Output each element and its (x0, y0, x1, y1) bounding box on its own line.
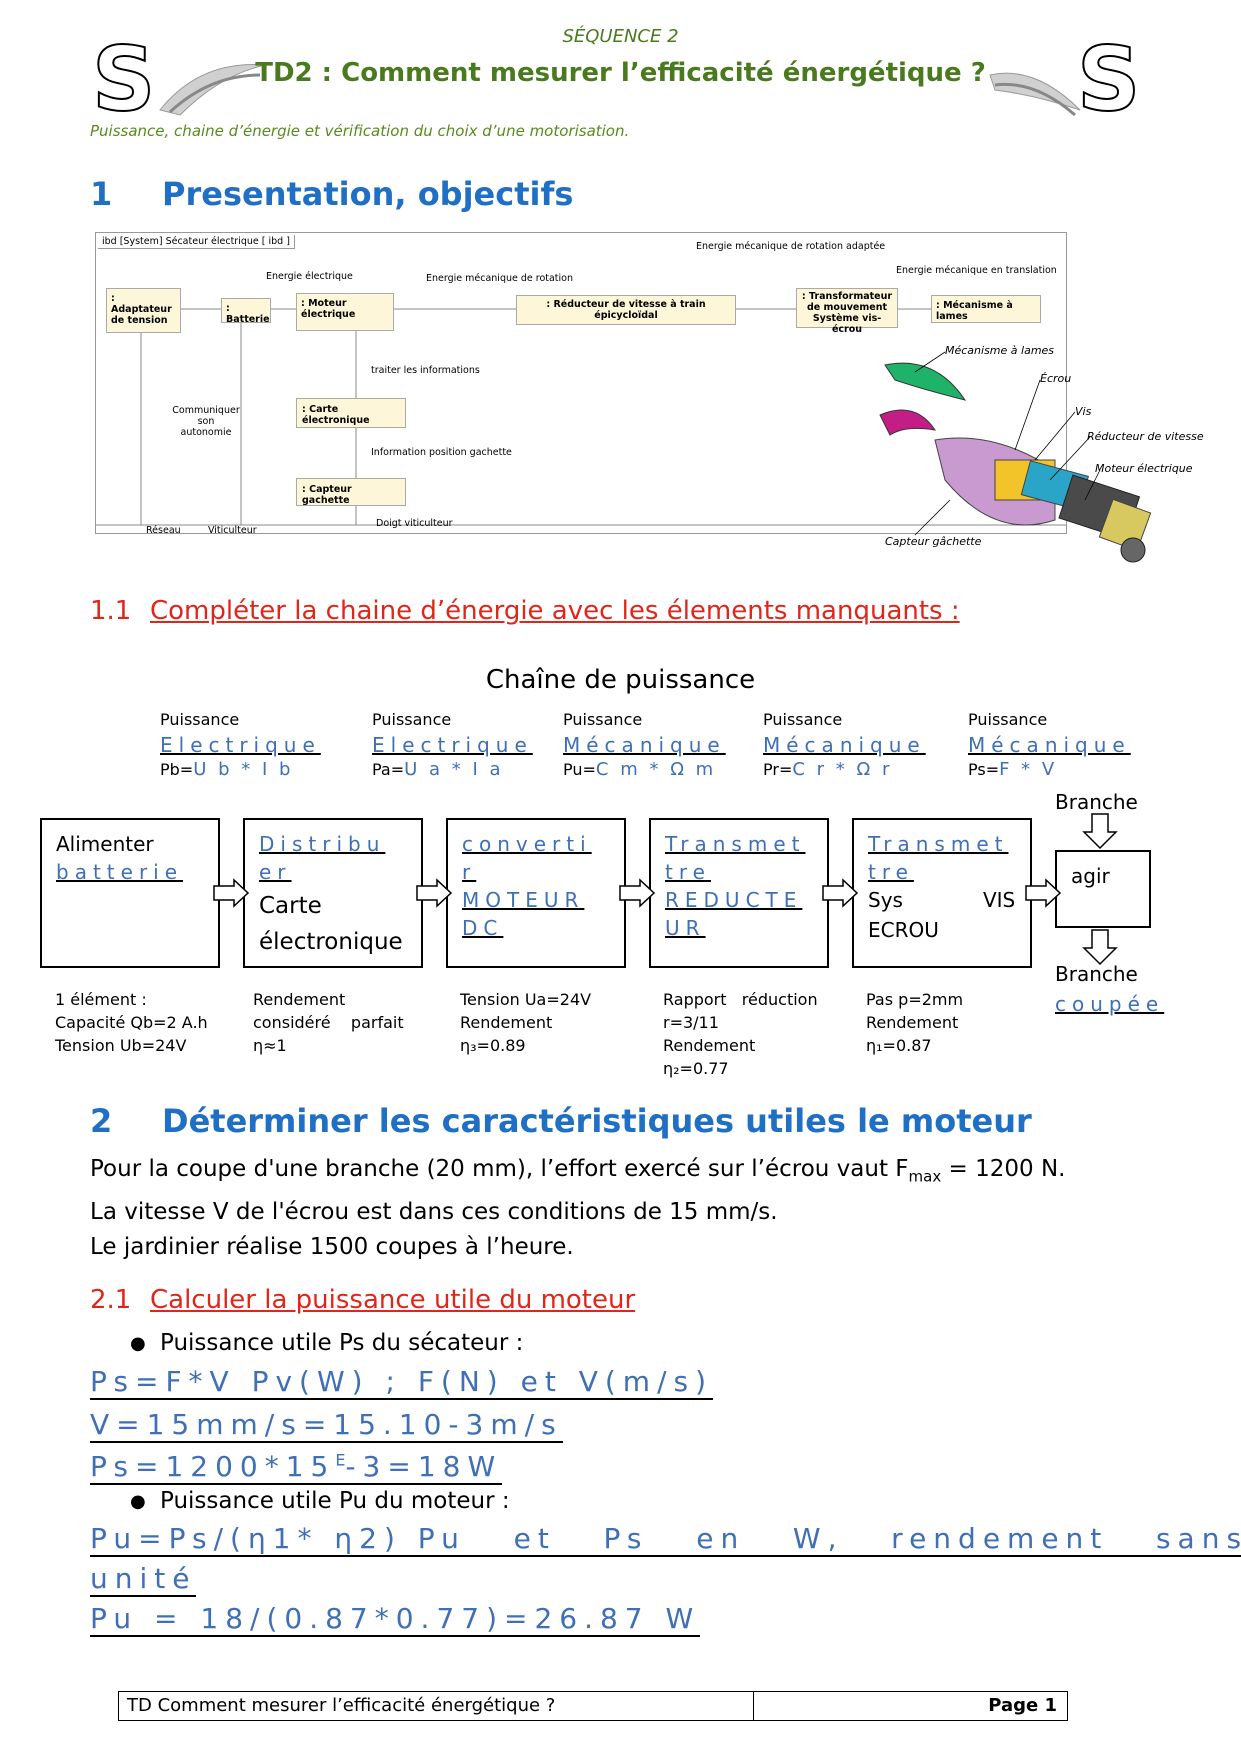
branche-label-bottom: Branche (1055, 962, 1138, 986)
chain-arrow-1 (213, 878, 250, 908)
bullet-pu: ●Puissance utile Pu du moteur : (130, 1488, 510, 1514)
page-number: Page 1 (988, 1695, 1057, 1716)
chain-arrow-5 (1025, 878, 1062, 908)
calc-line-4: Pu=Ps/(η1* η2) Pu et Ps en W, rendement … (90, 1522, 1241, 1557)
swoosh-right (989, 72, 1081, 117)
ibd-block-reducteur: : Réducteur de vitesse à train épicycloï… (516, 295, 736, 325)
si-logo-left: SI (91, 30, 160, 120)
chain-arrow-4 (822, 878, 859, 908)
ibd-label-info-gachette: Information position gachette (371, 447, 512, 458)
ibd-connectors (96, 308, 1066, 526)
chain-arrow-2 (416, 878, 453, 908)
ibd-block-moteur: : Moteur électrique (296, 293, 394, 331)
power-column-5: Puissance Mécanique Ps=F * V (968, 710, 1131, 780)
ibd-label-reseau: Réseau (146, 525, 181, 536)
chain-block-convertir: converti r MOTEUR DC (446, 818, 626, 968)
branche-arrow-in (1082, 813, 1118, 850)
illus-label-mecanisme: Mécanisme à lames (945, 344, 1055, 357)
calc-line-5: unité (90, 1562, 197, 1597)
power-column-3: Puissance Mécanique Pu=C m * Ω m (563, 710, 726, 780)
svg-text:SI: SI (1077, 30, 1145, 120)
power-column-2: Puissance Electrique Pa=U a * I a (372, 710, 533, 780)
calc-line-3: Ps=1200*15E-3=18W (90, 1450, 503, 1485)
chain-arrow-3 (619, 878, 656, 908)
bullet-ps: ●Puissance utile Ps du sécateur : (130, 1330, 524, 1356)
ibd-label-viticulteur: Viticulteur (208, 525, 257, 536)
ibd-label-energie-electrique: Energie électrique (266, 271, 353, 282)
illus-label-reducteur: Réducteur de vitesse (1087, 430, 1204, 443)
branche-label-top: Branche (1055, 790, 1138, 814)
illus-label-vis: Vis (1075, 405, 1092, 418)
section-2-paragraph: Pour la coupe d'une branche (20 mm), l’e… (90, 1156, 1066, 1260)
ibd-block-carte: : Carte électronique (296, 398, 406, 428)
power-column-1: Puissance Electrique Pb=U b * I b (160, 710, 321, 780)
ibd-block-adaptateur: : Adaptateur de tension (106, 288, 181, 333)
ibd-block-transformateur: : Transformateur de mouvement Système vi… (796, 288, 898, 335)
coupee-label: coupée (1055, 992, 1165, 1016)
secateur-illustration: Mécanisme à lames Écrou Vis Réducteur de… (875, 340, 1205, 565)
chain-block-reducteur: Transmet tre REDUCTE UR (649, 818, 829, 968)
footer-title: TD Comment mesurer l’efficacité énergéti… (127, 1695, 556, 1716)
page-footer: TD Comment mesurer l’efficacité énergéti… (118, 1691, 1068, 1721)
ibd-label-communiquer: Communiquer son autonomie (172, 405, 240, 438)
calc-line-1: Ps=F*V Pv(W) ; F(N) et V(m/s) (90, 1365, 714, 1400)
ibd-block-capteur: : Capteur gachette (296, 478, 406, 506)
sequence-label: SÉQUENCE 2 (562, 26, 679, 47)
secateur-drawing (879, 351, 1152, 563)
ibd-label-energie-rotation: Energie mécanique de rotation (426, 273, 574, 284)
calc-line-2: V=15mm/s=15.10-3m/s (90, 1408, 563, 1443)
ibd-label-doigt: Doigt viticulteur (376, 518, 453, 529)
si-logo-right: SI (1076, 30, 1145, 120)
ibd-block-mecanisme: : Mécanisme à lames (931, 295, 1041, 323)
ibd-block-batterie: : Batterie (221, 298, 271, 325)
footer-divider (753, 1692, 754, 1720)
chain-block-distribuer: Distribu er Carte électronique (243, 818, 423, 968)
illus-label-capteur: Capteur gâchette (885, 535, 982, 548)
swoosh-left (159, 64, 266, 116)
chain-block-agir: agir (1055, 850, 1151, 928)
branche-arrow-out (1082, 929, 1118, 966)
ibd-label-energie-translation: Energie mécanique en translation (896, 265, 1057, 276)
power-column-4: Puissance Mécanique Pr=C r * Ω r (763, 710, 926, 780)
document-subtitle: Puissance, chaine d’énergie et vérificat… (90, 122, 630, 140)
illus-label-ecrou: Écrou (1040, 372, 1072, 385)
ibd-label-energie-rotation-adaptee: Energie mécanique de rotation adaptée (696, 241, 886, 252)
ibd-frame-title: ibd [System] Sécateur électrique [ ibd ] (98, 235, 295, 249)
chain-block-alimenter: Alimenter batterie (40, 818, 220, 968)
svg-text:SI: SI (92, 30, 160, 120)
illus-label-moteur: Moteur électrique (1095, 462, 1193, 475)
document-title: TD2 : Comment mesurer l’efficacité énerg… (255, 58, 986, 88)
ibd-label-traiter: traiter les informations (371, 365, 480, 376)
calc-line-6: Pu = 18/(0.87*0.77)=26.87 W (90, 1602, 701, 1637)
ibd-diagram: ibd [System] Sécateur électrique [ ibd ]… (95, 232, 1067, 536)
chain-title: Chaîne de puissance (485, 665, 756, 695)
